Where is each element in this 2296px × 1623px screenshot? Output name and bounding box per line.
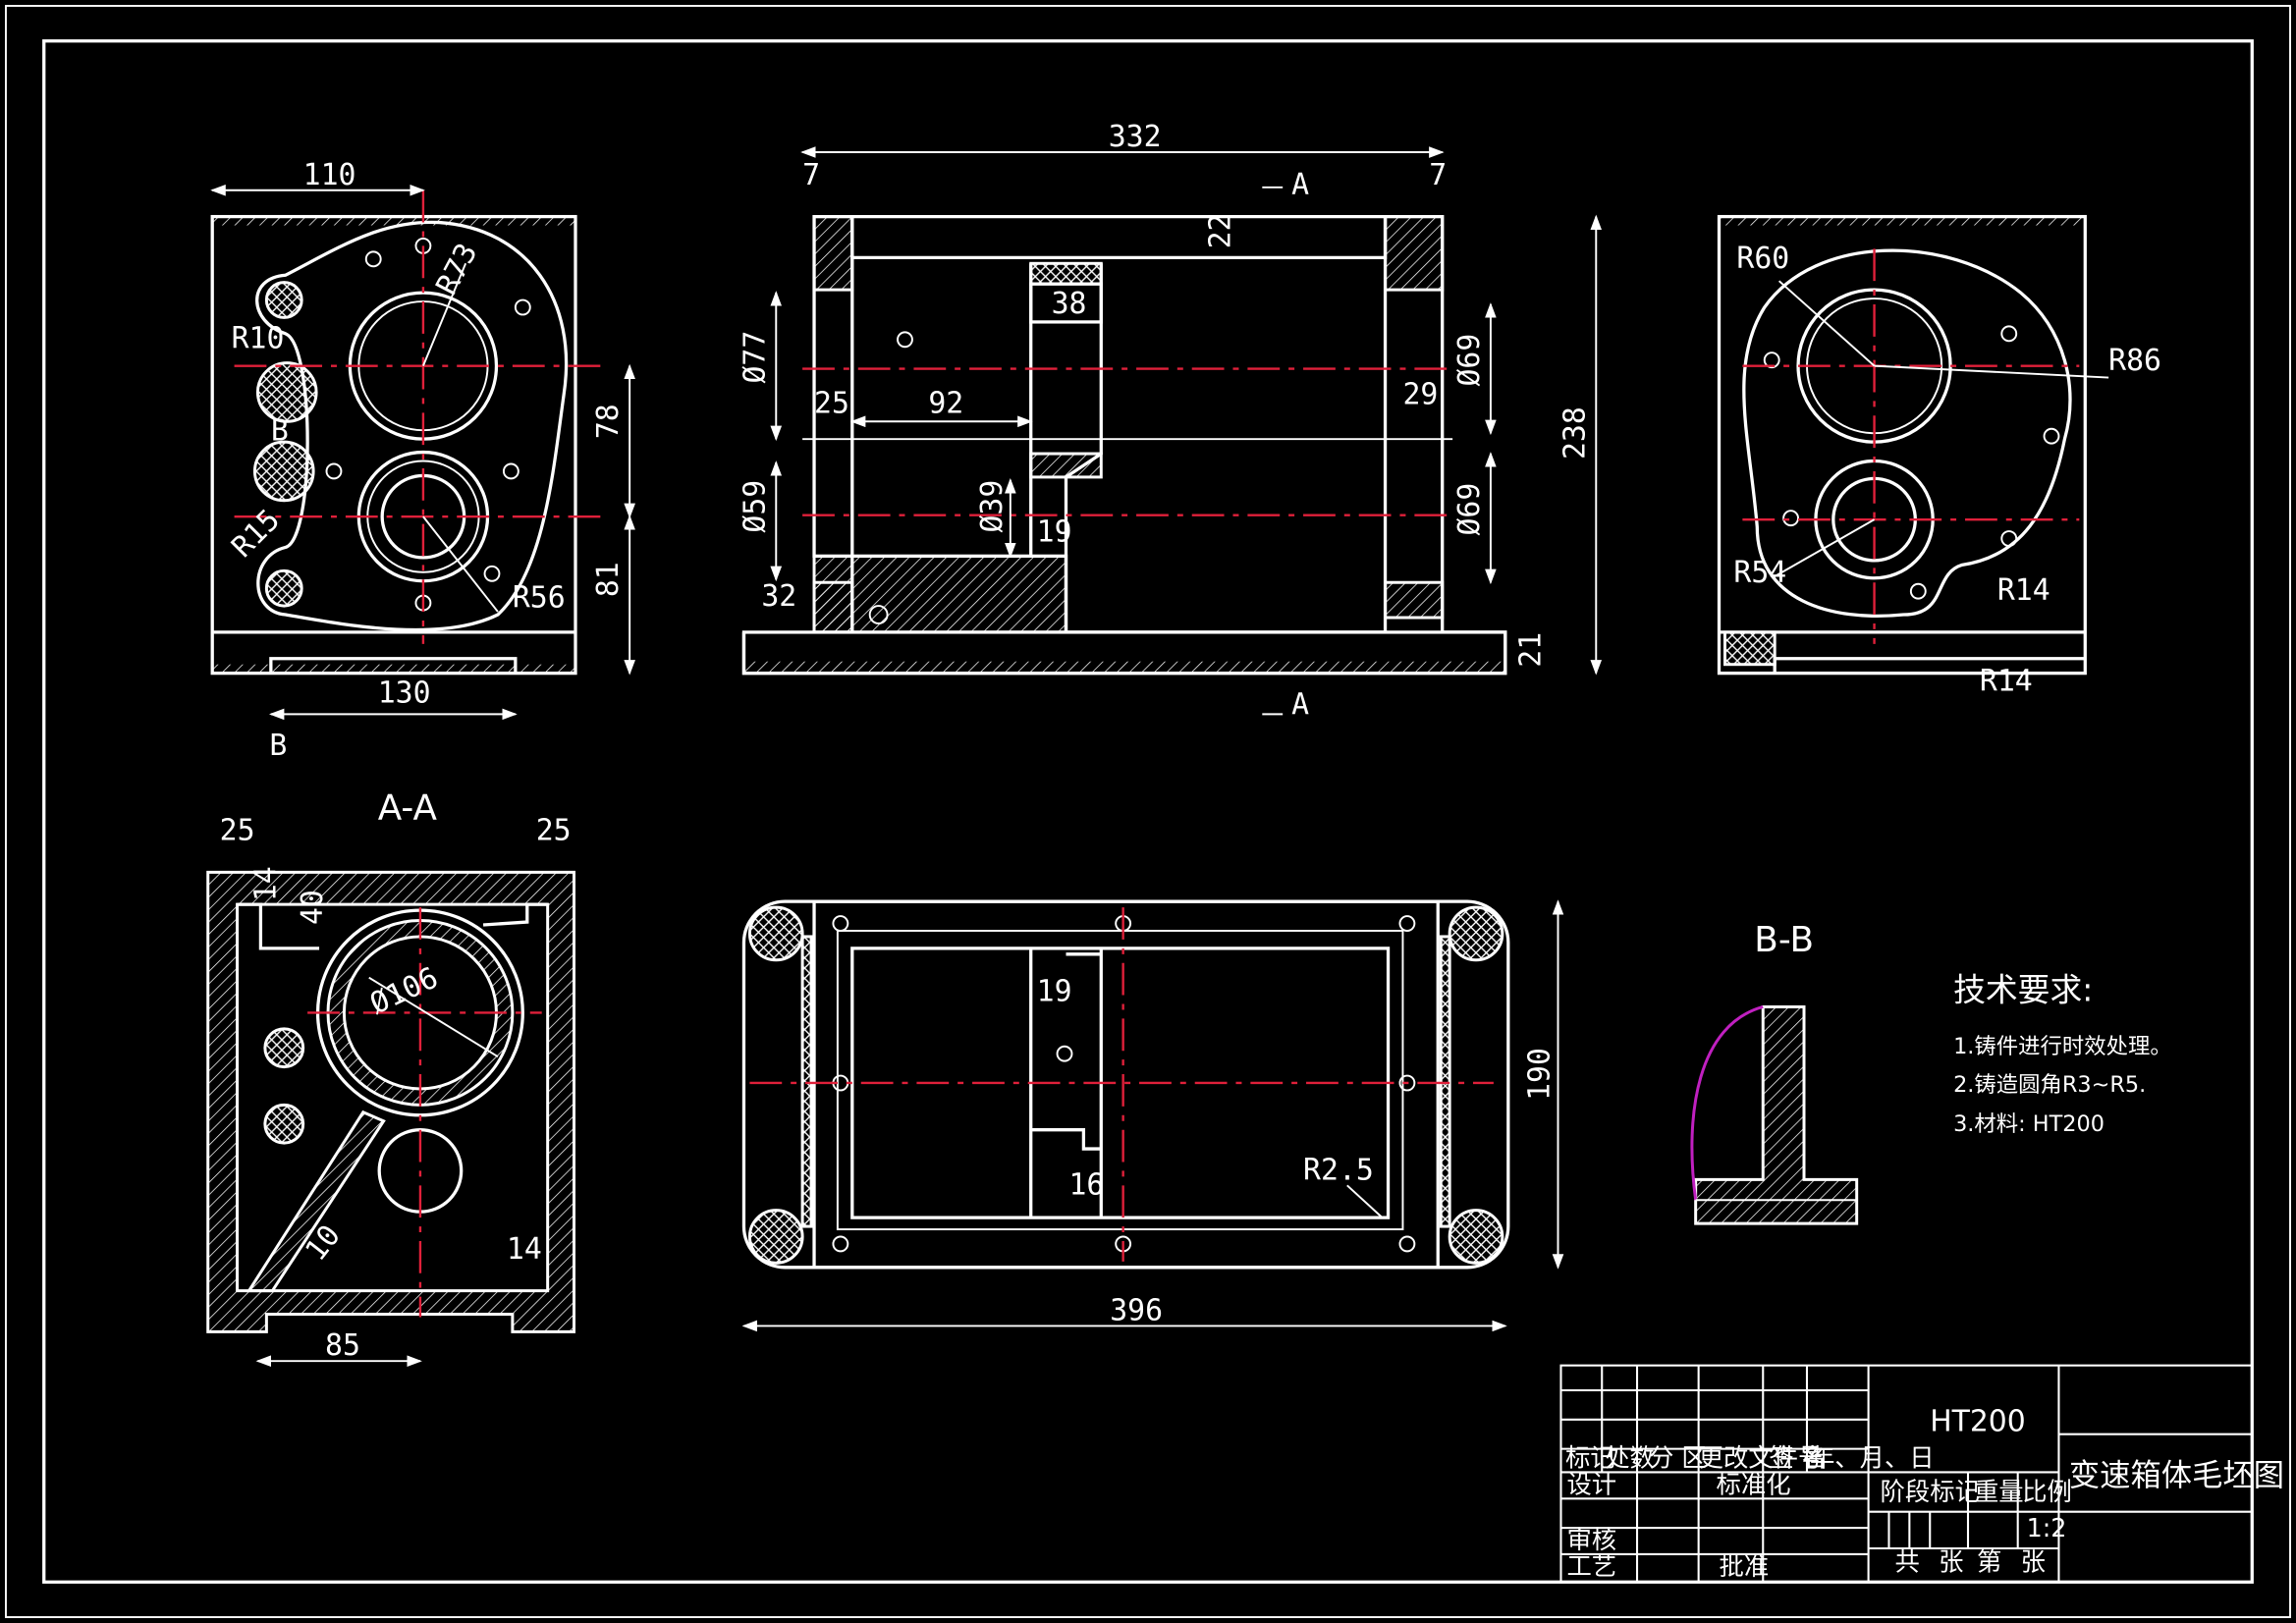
tb-sheet-unit1: 张 (1939, 1546, 1963, 1576)
dim-aa40: 40 (296, 890, 330, 925)
dim-7a: 7 (802, 158, 820, 192)
dim-r15: R15 (225, 503, 287, 565)
dim-aa25a: 25 (220, 814, 255, 848)
dim-110: 110 (303, 158, 356, 192)
dim-22: 22 (1203, 214, 1237, 249)
tb-stage-mark: 阶段标记 (1881, 1477, 1980, 1506)
dim-r10: R10 (232, 322, 285, 356)
technical-notes: 技术要求: 1.铸件进行时效处理。 2.铸造圆角R3~R5. 3.材料: HT2… (1953, 972, 2172, 1138)
section-bb-title: B-B (1754, 920, 1814, 960)
front-view: 332 7 7 A 22 38 Ø77 25 92 Ø59 32 Ø39 19 … (738, 120, 1603, 722)
section-aa-title: A-A (378, 788, 438, 829)
dim-phi69b: Ø69 (1452, 483, 1487, 536)
mark-b2: B (269, 729, 287, 763)
dim-r14b: R14 (1980, 665, 2033, 699)
notes-title: 技术要求: (1953, 972, 2093, 1009)
dim-t16: 16 (1068, 1167, 1104, 1202)
tb-h-mark: 标记 (1565, 1443, 1615, 1473)
dim-r14a: R14 (1997, 573, 2050, 608)
dim-phi59: Ø59 (738, 480, 772, 533)
dim-aa14: 14 (248, 866, 283, 901)
right-view: R60 R86 R54 R14 R14 (1717, 214, 2161, 699)
dim-r60: R60 (1736, 242, 1789, 276)
tb-h-zone: 分 区 (1649, 1443, 1707, 1473)
outer-border (4, 4, 2292, 1619)
section-aa-view: A-A 25 25 14 40 Ø106 10 14 85 (206, 788, 575, 1368)
dim-r86: R86 (2108, 344, 2161, 378)
dim-38: 38 (1052, 287, 1087, 321)
tb-h-date: 年、月、日 (1810, 1443, 1935, 1473)
dim-t19: 19 (1037, 975, 1072, 1009)
tb-h-docno: 更改文件号 (1699, 1443, 1824, 1473)
dim-r54: R54 (1733, 556, 1786, 590)
dim-92: 92 (928, 386, 963, 420)
mark-a-bot: A (1291, 687, 1309, 722)
tb-sheet-no: 第 (1977, 1546, 2001, 1576)
section-bb-view: B-B (1690, 920, 1859, 1225)
inner-frame (42, 39, 2254, 1584)
dim-25: 25 (814, 386, 849, 420)
tb-sheet-total: 共 (1894, 1546, 1919, 1576)
dim-aa85: 85 (325, 1328, 360, 1363)
note-3: 3.材料: HT200 (1953, 1111, 2105, 1137)
dim-phi69a: Ø69 (1452, 334, 1487, 387)
dim-r56: R56 (513, 581, 566, 616)
title-block: HT200 变速箱体毛坯图 标记 处数 分 区 更改文件号 签 名 年、月、日 … (1559, 1364, 2284, 1584)
note-2: 2.铸造圆角R3~R5. (1953, 1072, 2146, 1098)
top-view: 19 16 R2.5 190 396 (741, 899, 1564, 1332)
tb-h-sign: 签 名 (1769, 1443, 1827, 1473)
tb-h-count: 处数 (1605, 1443, 1655, 1473)
dim-32: 32 (761, 579, 796, 614)
note-1: 1.铸件进行时效处理。 (1953, 1034, 2172, 1059)
tb-drawing-title: 变速箱体毛坯图 (2069, 1458, 2284, 1493)
dim-phi77: Ø77 (738, 331, 772, 384)
dim-21: 21 (1514, 632, 1549, 668)
tb-design: 设计 (1566, 1469, 1616, 1498)
tb-review: 审核 (1566, 1525, 1616, 1554)
dim-29: 29 (1402, 377, 1438, 411)
tb-material: HT200 (1930, 1405, 2026, 1439)
dim-aa14b: 14 (507, 1232, 542, 1267)
mark-b: B (271, 414, 289, 449)
dim-190: 190 (1523, 1048, 1558, 1101)
dim-phi39: Ø39 (975, 480, 1010, 533)
dim-332: 332 (1109, 120, 1162, 154)
tb-sheet-unit2: 张 (2021, 1546, 2046, 1576)
dim-r73: R73 (429, 238, 484, 300)
tb-approve: 批准 (1720, 1551, 1770, 1581)
tb-scale-label: 比例 (2022, 1477, 2072, 1506)
tb-process: 工艺 (1566, 1551, 1616, 1581)
tb-weight: 重量 (1974, 1477, 2024, 1506)
dim-7b: 7 (1429, 158, 1447, 192)
tb-standardize: 标准化 (1717, 1469, 1791, 1498)
dim-r2-5: R2.5 (1303, 1153, 1374, 1187)
dim-396: 396 (1110, 1293, 1163, 1327)
dim-130: 130 (378, 676, 431, 710)
dim-81: 81 (591, 562, 626, 597)
dim-19: 19 (1037, 515, 1072, 550)
dim-aa25b: 25 (536, 814, 572, 848)
dim-78: 78 (591, 404, 626, 439)
left-view: 110 R73 R10 B 78 R15 R56 81 130 B (210, 158, 635, 763)
mark-a-top: A (1291, 168, 1309, 202)
dim-238: 238 (1558, 406, 1592, 460)
tb-scale: 1:2 (2027, 1513, 2067, 1542)
